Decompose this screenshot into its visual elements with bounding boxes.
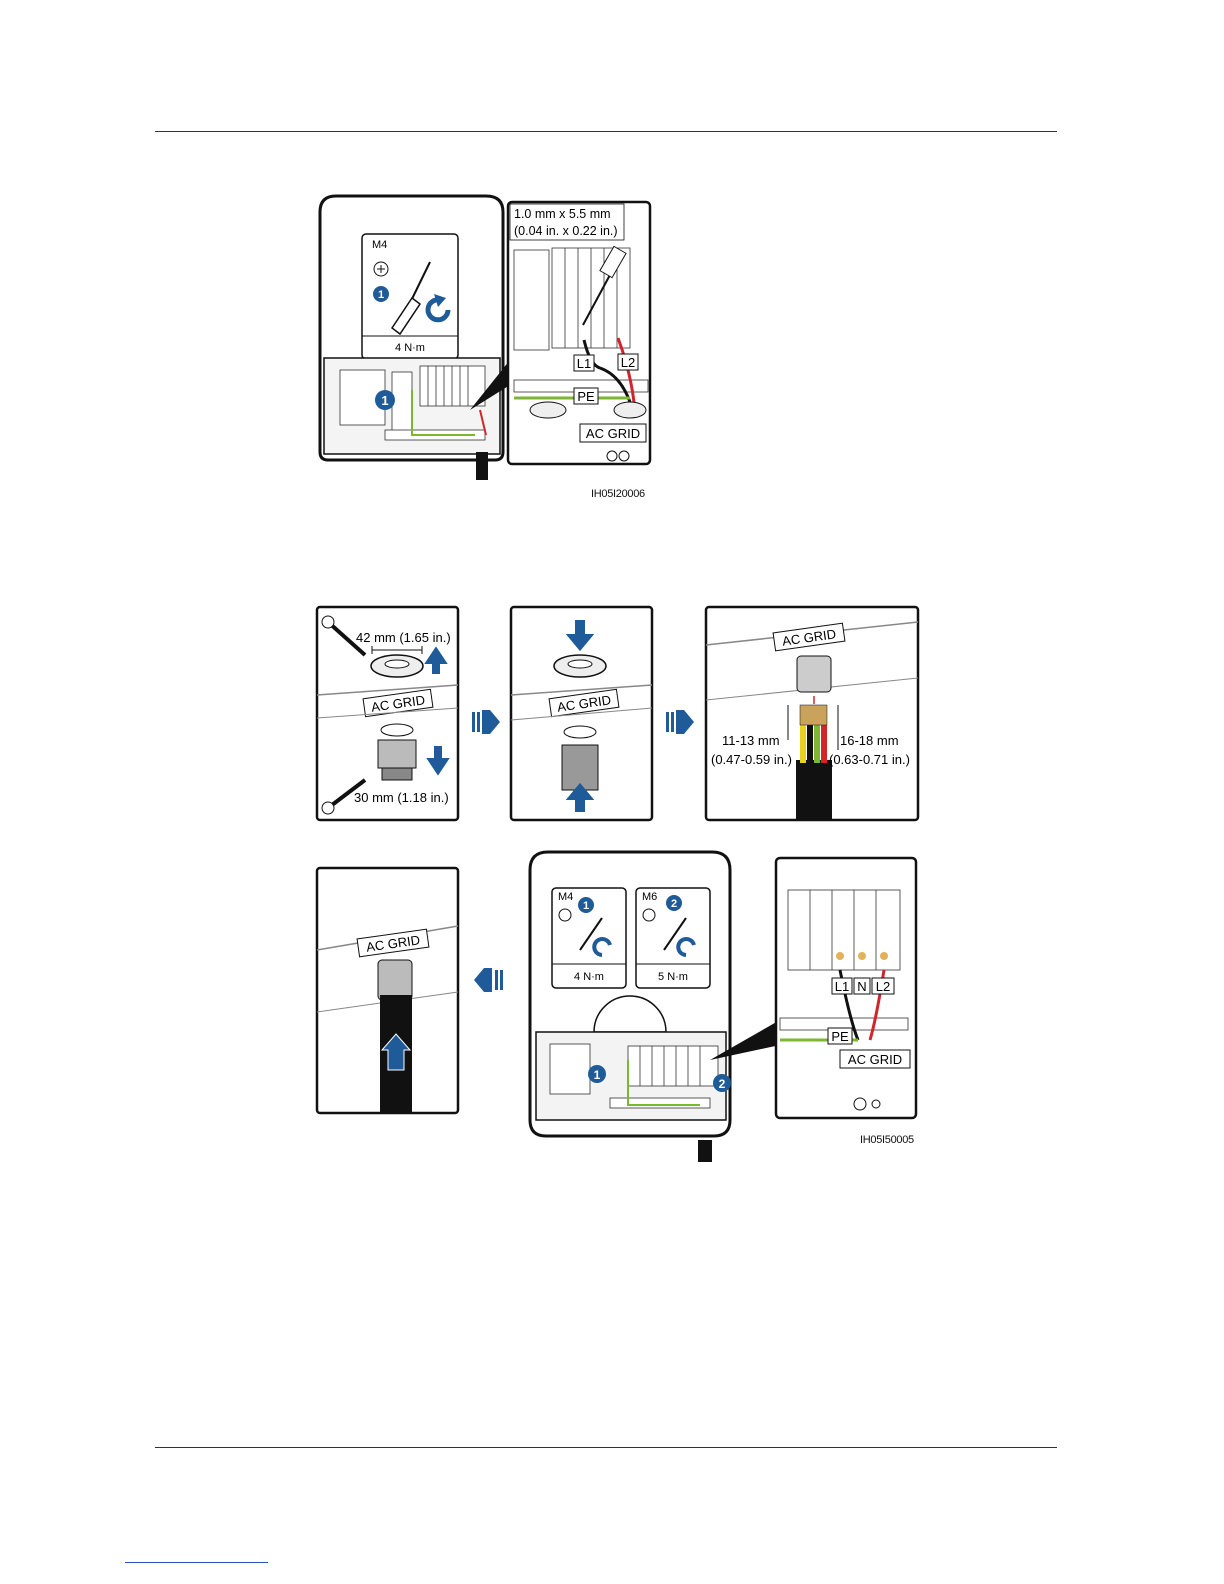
strip-length-right-in: (0.63-0.71 in.) (829, 752, 910, 767)
figure-2-id: IH05I50005 (860, 1134, 914, 1146)
svg-text:1: 1 (381, 393, 388, 408)
svg-text:2: 2 (719, 1077, 726, 1091)
label-pe: PE (831, 1029, 849, 1044)
svg-text:4 N·m: 4 N·m (574, 971, 604, 983)
svg-text:1: 1 (378, 289, 384, 301)
label-l2: L2 (621, 355, 635, 370)
label-pe: PE (577, 389, 595, 404)
svg-text:1: 1 (594, 1068, 601, 1082)
svg-text:5 N·m: 5 N·m (658, 971, 688, 983)
strip-length-left-in: (0.47-0.59 in.) (711, 752, 792, 767)
footer-link-underline (125, 1562, 268, 1563)
panel-5-device-install: M4 1 4 N·m M6 2 5 N·m 1 2 (530, 852, 780, 1162)
strip-length-left: 11-13 mm (722, 733, 780, 748)
label-n: N (857, 979, 866, 994)
header-rule (155, 131, 1057, 132)
screwdriver-spec-in: (0.04 in. x 0.22 in.) (514, 224, 618, 238)
screwdriver-spec-mm: 1.0 mm x 5.5 mm (514, 207, 611, 221)
nut-size-label: 42 mm (1.65 in.) (356, 630, 451, 645)
strip-length-right: 16-18 mm (840, 733, 899, 748)
label-l1: L1 (835, 979, 849, 994)
label-ac-grid: AC GRID (586, 426, 640, 441)
previous-step-arrow (474, 968, 503, 992)
next-step-arrow (666, 710, 694, 734)
bolt-size-label: M4 (372, 239, 387, 251)
figure-1-ac-wiring-illustration: M4 1 4 N·m 1 1.0 mm x 5.5 mm (0.04 in. x… (300, 190, 660, 485)
body-size-label: 30 mm (1.18 in.) (354, 790, 449, 805)
panel-4-tighten-connector: AC GRID (317, 868, 458, 1113)
label-l2: L2 (876, 979, 890, 994)
svg-text:M4: M4 (558, 891, 573, 903)
torque-label: 4 N·m (395, 342, 425, 354)
svg-text:1: 1 (583, 900, 589, 912)
footer-rule (155, 1447, 1057, 1448)
panel-2-insert-cable: AC GRID (511, 607, 652, 820)
label-ac-grid: AC GRID (848, 1052, 902, 1067)
next-step-arrow (472, 710, 500, 734)
figure-2-connector-assembly: 42 mm (1.65 in.) AC GRID 30 mm (1.18 in.… (310, 600, 930, 1165)
panel-6-terminal-detail: L1 N L2 PE AC GRID (776, 858, 916, 1118)
figure-1-id: IH05I20006 (591, 488, 645, 500)
panel-3-strip-wires: AC GRID 11-13 mm (0.47-0.59 in.) 16-18 m… (706, 607, 918, 820)
label-l1: L1 (577, 356, 591, 371)
svg-text:2: 2 (671, 898, 677, 910)
svg-text:M6: M6 (642, 891, 657, 903)
panel-1-loosen-nut: 42 mm (1.65 in.) AC GRID 30 mm (1.18 in.… (317, 607, 458, 820)
